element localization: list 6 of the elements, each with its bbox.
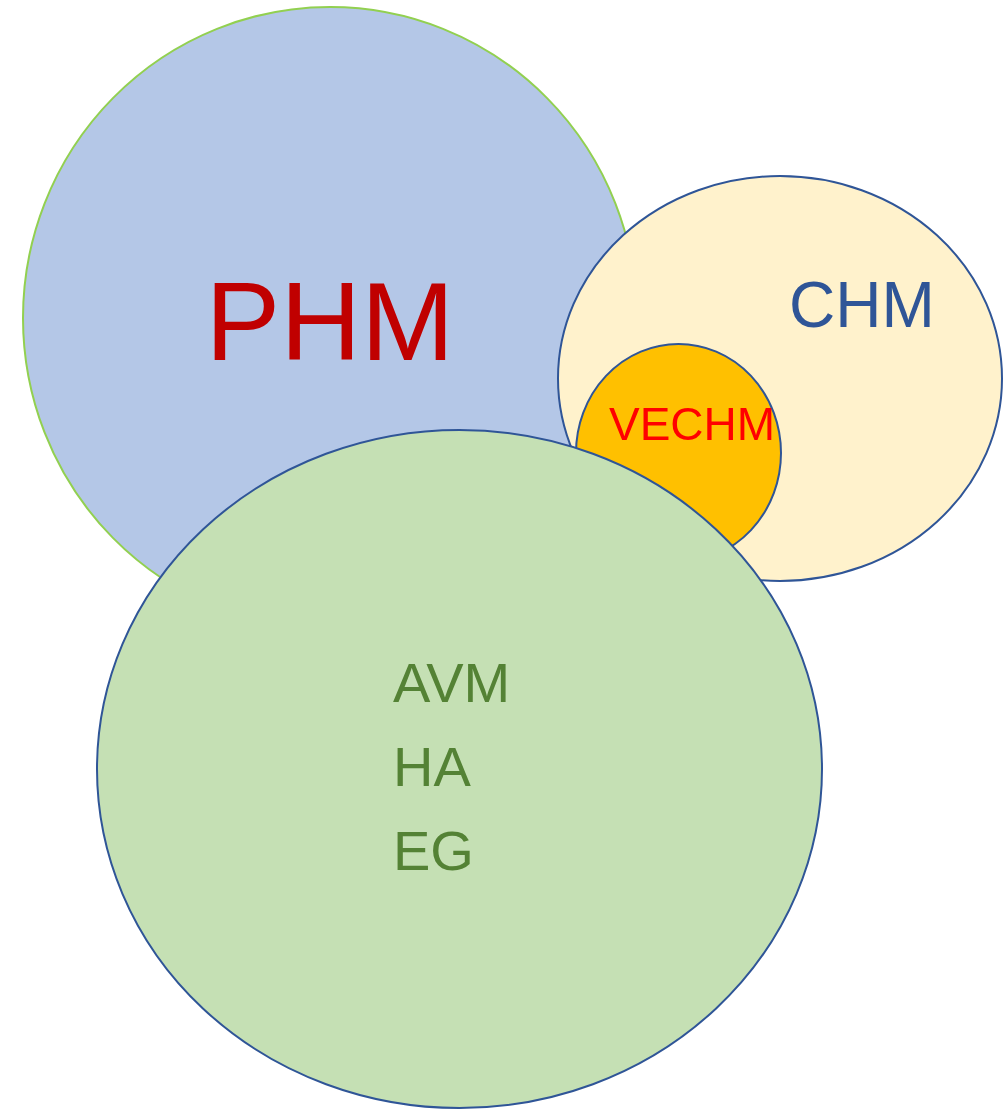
set-label: PHM	[205, 266, 455, 378]
set-label: VECHM	[609, 401, 776, 447]
set-label: EG	[393, 823, 474, 879]
set-label: CHM	[789, 273, 935, 337]
set-label: AVM	[393, 655, 511, 711]
set-label: HA	[393, 739, 471, 795]
